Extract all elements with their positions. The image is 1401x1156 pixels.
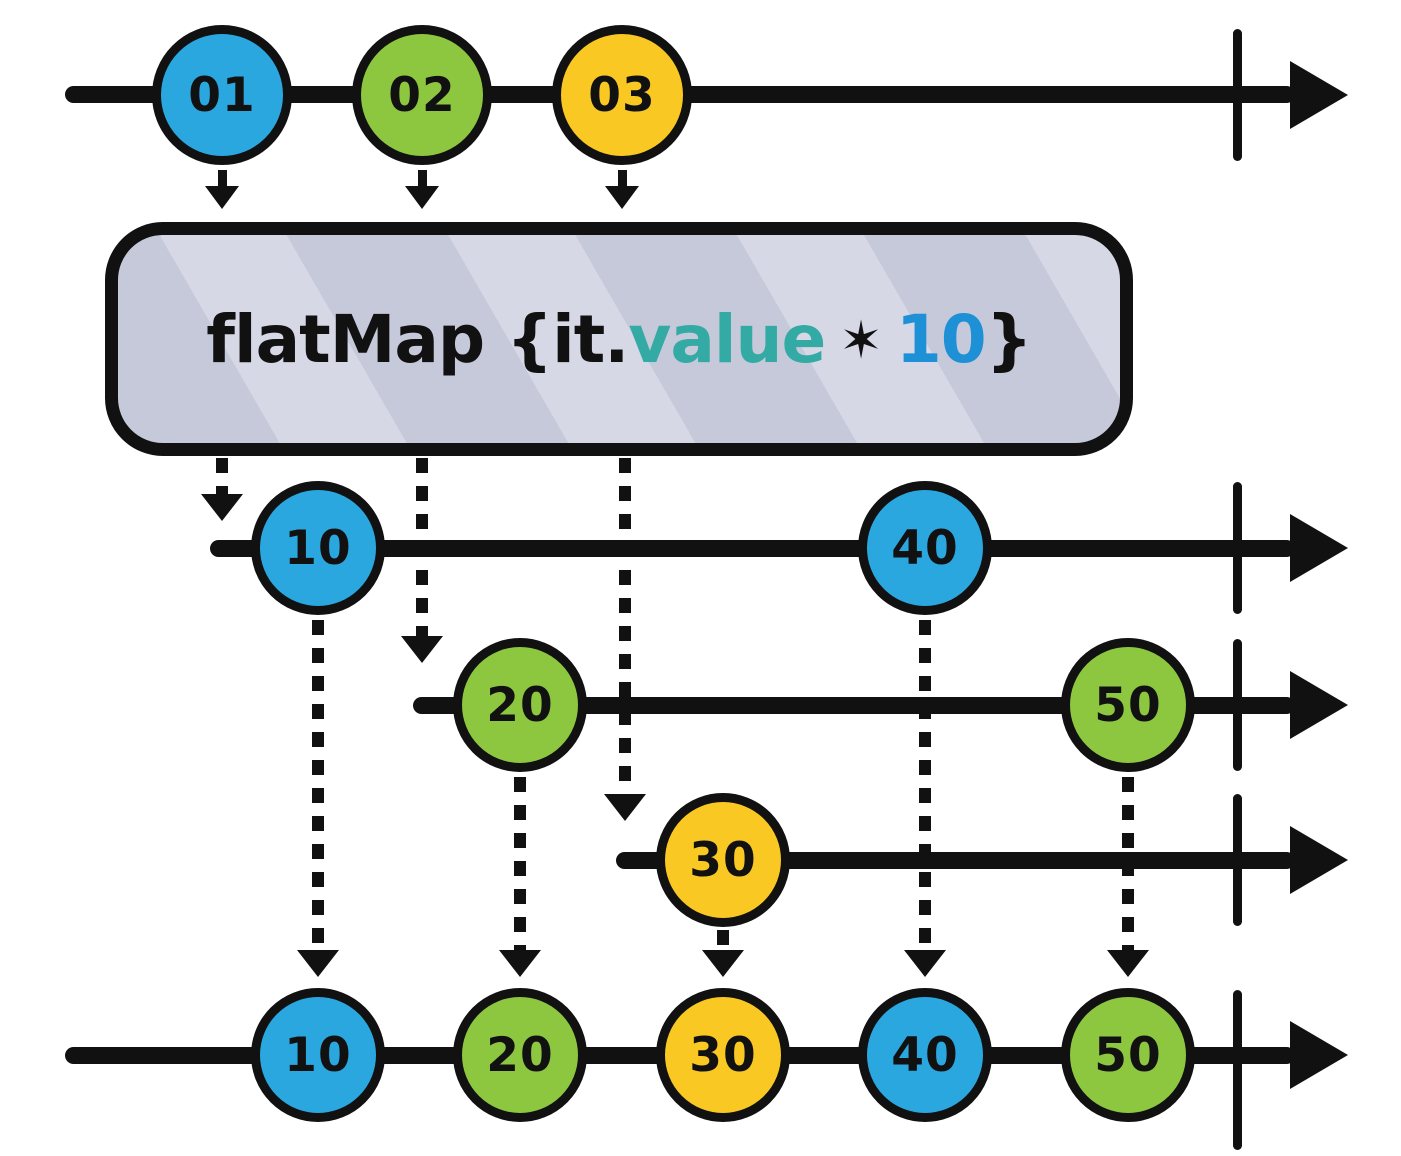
flatmap-operator-box: flatMap {it.value✶10}: [105, 222, 1133, 456]
inner3-marble-30-label: 30: [689, 832, 757, 888]
source-marble-01: 01: [152, 25, 292, 165]
connector-30-arrowhead-icon: [702, 950, 744, 977]
inner2-marble-20: 20: [453, 638, 587, 772]
connector-box-to-inner1: [216, 458, 228, 494]
output-marble-30: 30: [656, 988, 790, 1122]
emission-arrow-03-stem: [618, 170, 627, 188]
connector-box-to-inner3: [619, 458, 631, 794]
multiply-star-icon: ✶: [839, 310, 883, 371]
source-marble-02: 02: [352, 25, 492, 165]
connector-40-arrowhead-icon: [904, 950, 946, 977]
inner1-timeline-arrowhead-icon: [1290, 514, 1348, 582]
inner2-marble-20-label: 20: [486, 677, 554, 733]
connector-40-to-output: [919, 620, 931, 950]
connector-10-to-output: [312, 620, 324, 950]
connector-20-to-output: [514, 777, 526, 950]
emission-arrow-01-icon: [205, 186, 239, 209]
inner1-marble-40: 40: [858, 481, 992, 615]
inner1-timeline: [210, 540, 1295, 557]
source-end-of-stream-tick: [1233, 29, 1242, 161]
flatmap-operator-label: flatMap {it.value✶10}: [206, 300, 1033, 378]
inner3-end-of-stream-tick: [1233, 794, 1242, 926]
inner2-marble-50-label: 50: [1094, 677, 1162, 733]
inner2-marble-50: 50: [1061, 638, 1195, 772]
connector-30-to-output: [717, 930, 729, 950]
connector-box-to-inner3-arrowhead-icon: [604, 794, 646, 821]
source-timeline-arrowhead-icon: [1290, 61, 1348, 129]
output-marble-10-label: 10: [284, 1027, 352, 1083]
inner2-timeline-arrowhead-icon: [1290, 671, 1348, 739]
inner2-end-of-stream-tick: [1233, 639, 1242, 771]
inner1-marble-10: 10: [251, 481, 385, 615]
inner1-marble-40-label: 40: [891, 520, 959, 576]
emission-arrow-02-icon: [405, 186, 439, 209]
output-marble-20-label: 20: [486, 1027, 554, 1083]
output-marble-50: 50: [1061, 988, 1195, 1122]
output-marble-10: 10: [251, 988, 385, 1122]
output-marble-50-label: 50: [1094, 1027, 1162, 1083]
source-marble-03-label: 03: [588, 67, 656, 123]
inner1-marble-10-label: 10: [284, 520, 352, 576]
output-end-of-stream-tick: [1233, 990, 1242, 1150]
inner3-timeline-arrowhead-icon: [1290, 826, 1348, 894]
output-marble-20: 20: [453, 988, 587, 1122]
emission-arrow-02-stem: [418, 170, 427, 188]
operator-suffix: }: [985, 300, 1033, 378]
connector-box-to-inner1-arrowhead-icon: [201, 494, 243, 521]
emission-arrow-01-stem: [218, 170, 227, 188]
output-timeline-arrowhead-icon: [1290, 1021, 1348, 1089]
connector-box-to-inner2-arrowhead-icon: [401, 636, 443, 663]
connector-10-arrowhead-icon: [297, 950, 339, 977]
source-marble-02-label: 02: [388, 67, 456, 123]
emission-arrow-03-icon: [605, 186, 639, 209]
output-marble-30-label: 30: [689, 1027, 757, 1083]
output-marble-40: 40: [858, 988, 992, 1122]
connector-50-arrowhead-icon: [1107, 950, 1149, 977]
output-marble-40-label: 40: [891, 1027, 959, 1083]
operator-prefix: flatMap {it.: [206, 300, 629, 378]
inner3-marble-30: 30: [656, 793, 790, 927]
inner1-end-of-stream-tick: [1233, 482, 1242, 614]
connector-20-arrowhead-icon: [499, 950, 541, 977]
operator-property: value: [628, 300, 826, 378]
operator-argument: 10: [895, 300, 987, 378]
source-marble-01-label: 01: [188, 67, 256, 123]
source-marble-03: 03: [552, 25, 692, 165]
